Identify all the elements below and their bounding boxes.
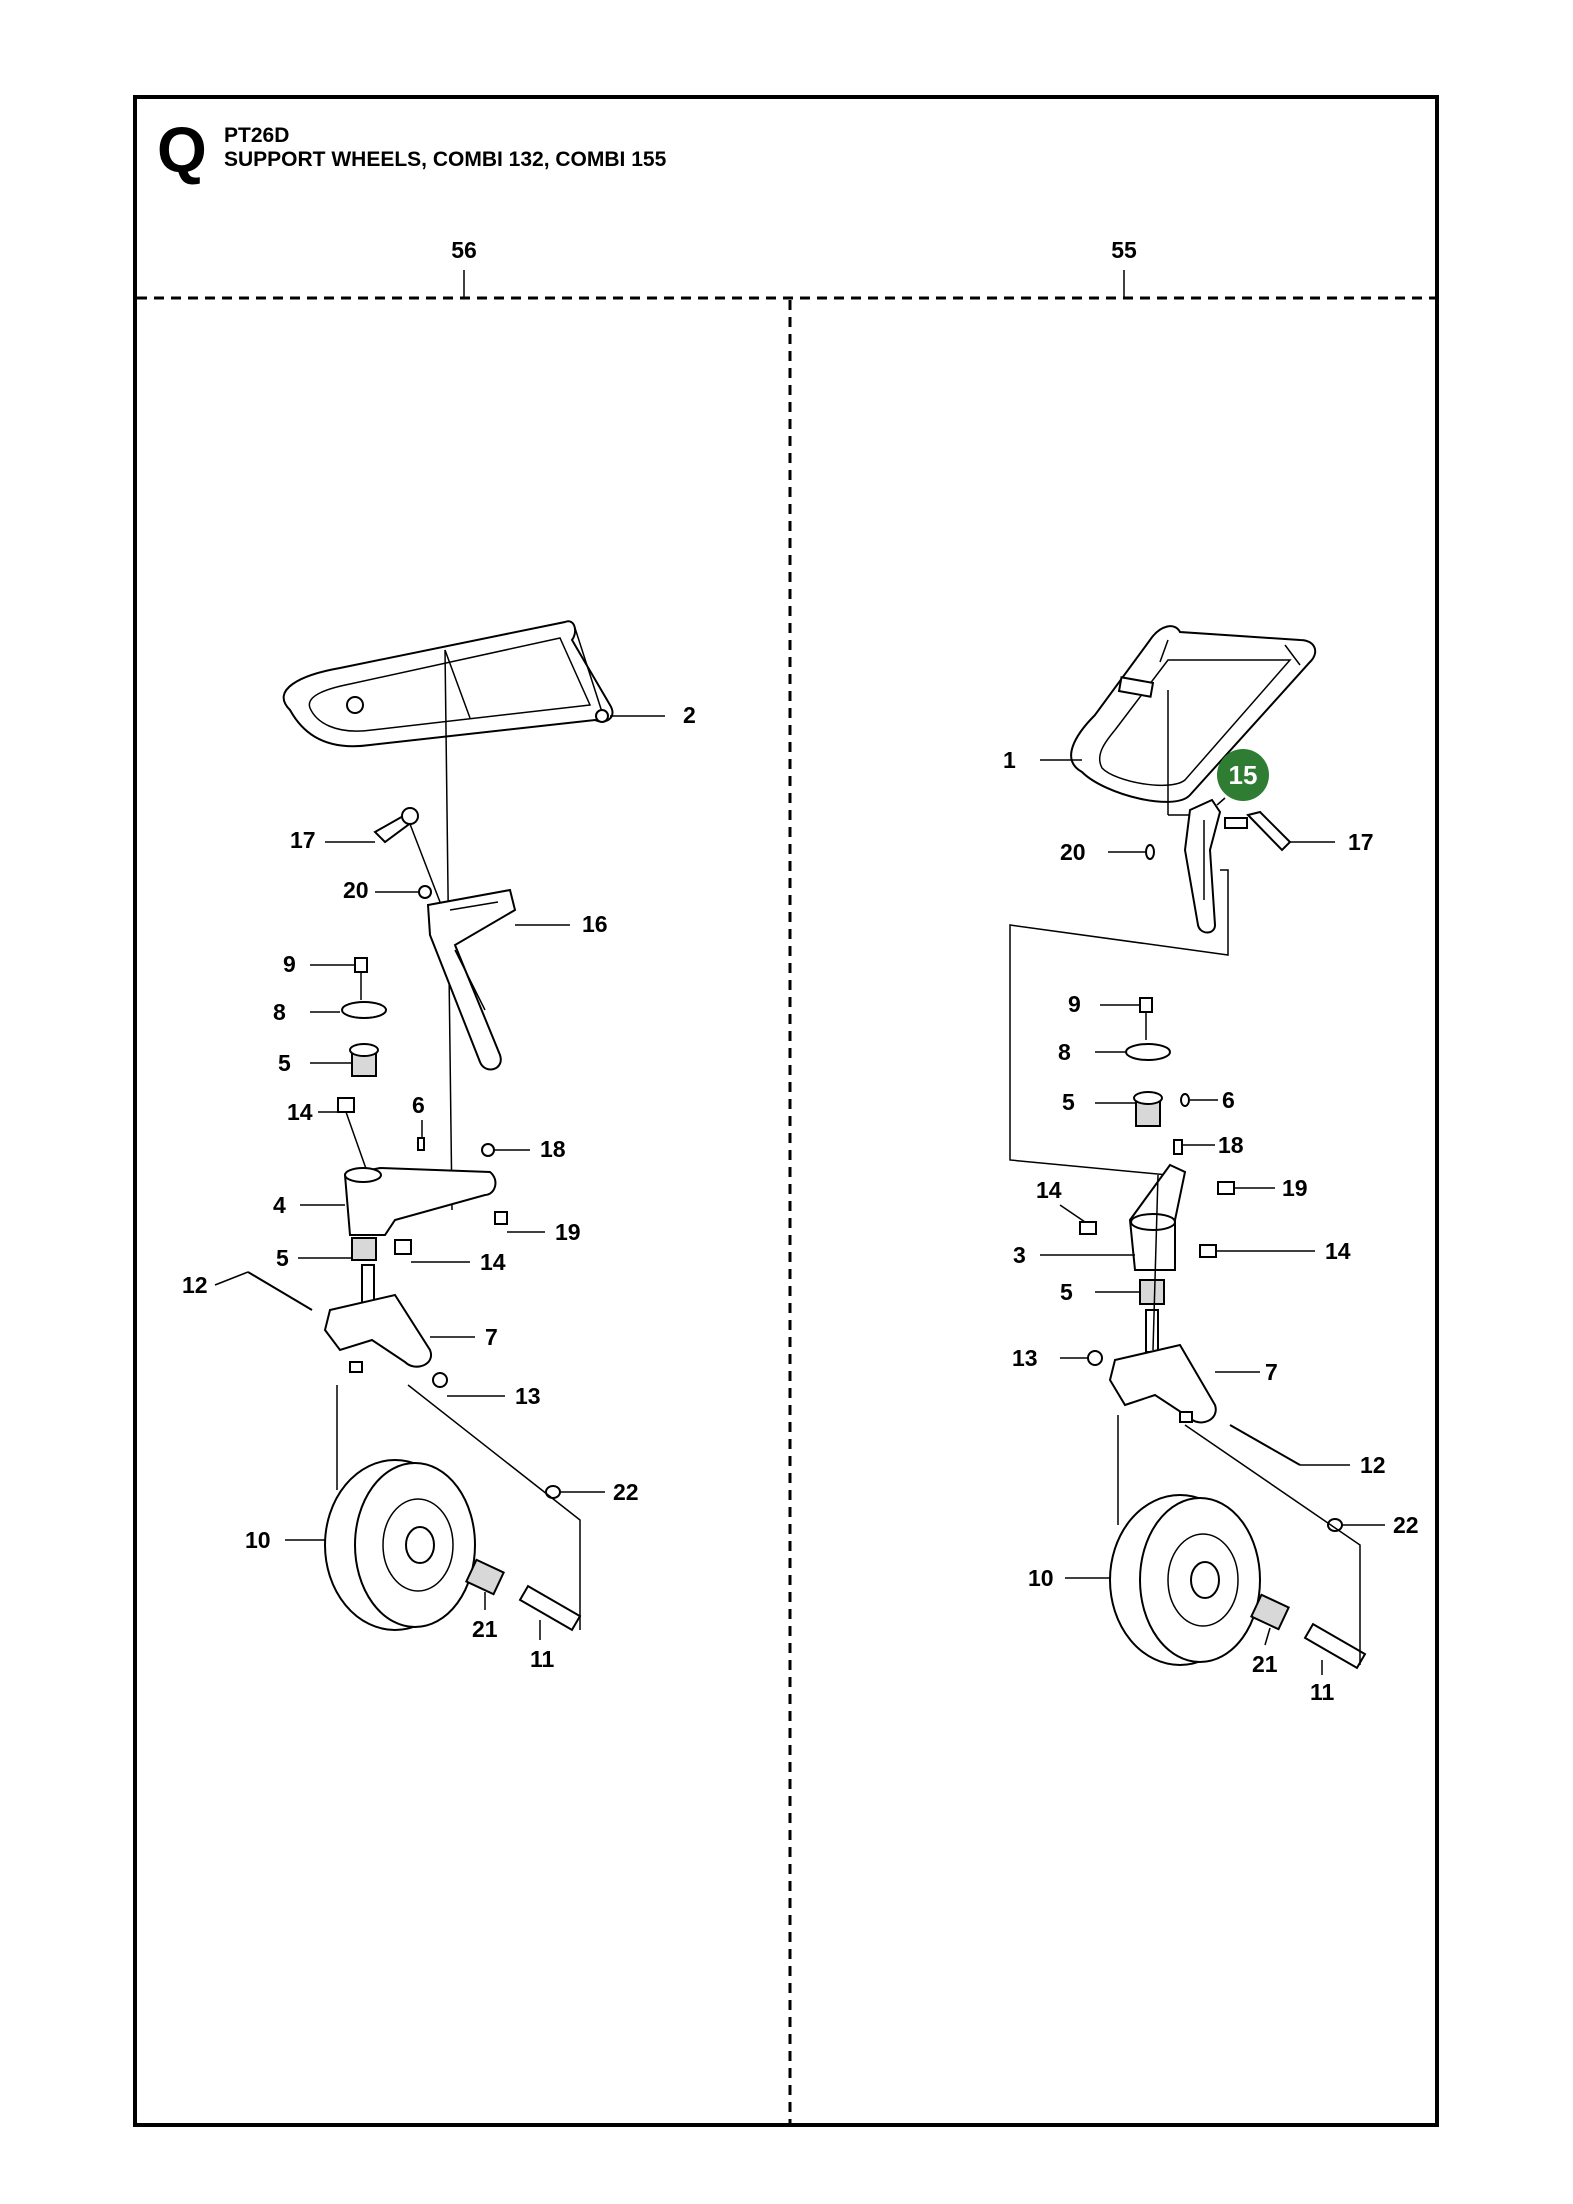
label-right-8: 8	[1058, 1039, 1071, 1065]
highlight-badge: 15	[1217, 749, 1269, 801]
label-left-10: 10	[245, 1527, 271, 1553]
nut-left-18	[481, 1143, 495, 1157]
label-right-13: 13	[1012, 1345, 1038, 1371]
frame-handle-left	[282, 620, 614, 748]
bolt-right-14a	[1079, 1221, 1097, 1235]
fork-left	[323, 1293, 433, 1368]
bushing-right-5b	[1139, 1279, 1165, 1305]
wheel-left	[324, 1459, 476, 1631]
bolt-right-17	[1224, 817, 1248, 829]
model-name: PT26D	[224, 124, 290, 147]
label-right-19: 19	[1282, 1175, 1308, 1201]
pin-right-6	[1180, 1093, 1190, 1107]
fork-right	[1108, 1343, 1217, 1424]
fork-stem-right	[1145, 1309, 1159, 1353]
highlight-circle	[1217, 749, 1269, 801]
bolt-right-12	[1229, 1424, 1301, 1466]
label-left-4: 4	[273, 1192, 286, 1218]
right-labels: 1 17 20 9 8 5 6 18 19 14 14 3 5 13 7 12 …	[1003, 747, 1419, 1705]
bolt-left-19	[494, 1211, 508, 1225]
bolt-right-14b	[1199, 1244, 1217, 1258]
label-right-10: 10	[1028, 1565, 1054, 1591]
pin-left-6	[417, 1137, 425, 1151]
bolt-right-19	[1217, 1181, 1235, 1195]
nut-right-20	[1145, 844, 1155, 860]
bolt-right-9	[1139, 997, 1153, 1013]
right-leaders	[1040, 759, 1385, 1675]
left-labels: 2 17 20 16 9 8 5 14 6 18 4 19 5 14 12 7 …	[182, 702, 696, 1672]
nut-left-13	[432, 1372, 448, 1388]
highlight-label-15: 15	[1229, 760, 1258, 790]
bolt-left-14b	[394, 1239, 412, 1255]
label-right-20: 20	[1060, 839, 1086, 865]
label-left-8: 8	[273, 999, 286, 1025]
wheel-right	[1109, 1494, 1261, 1666]
label-left-12: 12	[182, 1272, 208, 1298]
bolt-left-14a	[337, 1097, 355, 1113]
right-assembly: 15	[1009, 625, 1367, 1670]
label-right-9: 9	[1068, 991, 1081, 1017]
label-left-13: 13	[515, 1383, 541, 1409]
spacer-left-21	[465, 1558, 505, 1596]
label-right-11: 11	[1310, 1679, 1335, 1705]
label-left-14a: 14	[287, 1099, 313, 1125]
spacer-right-21	[1250, 1593, 1290, 1631]
label-right-18: 18	[1218, 1132, 1244, 1158]
label-left-14b: 14	[480, 1249, 506, 1275]
left-leaders	[214, 715, 665, 1640]
adjust-plate-left	[426, 888, 517, 1071]
label-left-18: 18	[540, 1136, 566, 1162]
label-left-2: 2	[683, 702, 696, 728]
label-left-9: 9	[283, 951, 296, 977]
frame-handle-right	[1070, 625, 1317, 803]
label-left-7: 7	[485, 1324, 498, 1350]
label-left-22: 22	[613, 1479, 639, 1505]
nut-right-18	[1173, 1139, 1183, 1155]
label-right-17: 17	[1348, 829, 1374, 855]
label-right-7: 7	[1265, 1359, 1278, 1385]
label-right-14b: 14	[1325, 1238, 1351, 1264]
washer-left-22	[545, 1485, 561, 1499]
label-left-19: 19	[555, 1219, 581, 1245]
label-left-16: 16	[582, 911, 608, 937]
left-assembly	[247, 620, 614, 1632]
label-left-11: 11	[530, 1646, 555, 1672]
washer-left-8	[341, 1001, 387, 1019]
adjust-plate-right	[1183, 798, 1222, 934]
label-right-5a: 5	[1062, 1089, 1075, 1115]
clamp-lever-right	[1246, 810, 1292, 852]
drawing-frame	[133, 95, 1439, 2127]
section-label-right: 55	[1111, 237, 1137, 263]
label-right-5b: 5	[1060, 1279, 1073, 1305]
swivel-arm-left	[343, 1166, 497, 1236]
label-left-5b: 5	[276, 1245, 289, 1271]
label-left-5a: 5	[278, 1050, 291, 1076]
label-right-12: 12	[1360, 1452, 1386, 1478]
nut-right-13	[1087, 1350, 1103, 1366]
label-left-20: 20	[343, 877, 369, 903]
bolt-left-9	[354, 957, 368, 973]
fork-stem-left	[361, 1264, 375, 1306]
axle-right-11	[1303, 1622, 1367, 1670]
label-right-22: 22	[1393, 1512, 1419, 1538]
label-right-21: 21	[1252, 1651, 1278, 1677]
label-left-21: 21	[472, 1616, 498, 1642]
label-left-6: 6	[412, 1092, 425, 1118]
label-right-14a: 14	[1036, 1177, 1062, 1203]
bushing-left-5b	[351, 1237, 377, 1261]
label-right-3: 3	[1013, 1242, 1026, 1268]
label-right-1: 1	[1003, 747, 1016, 773]
label-left-17: 17	[290, 827, 316, 853]
axle-left-11	[518, 1584, 582, 1632]
washer-right-8	[1125, 1043, 1171, 1061]
label-right-6: 6	[1222, 1087, 1235, 1113]
section-label-left: 56	[451, 237, 477, 263]
nut-left-20	[418, 885, 432, 899]
diagram-title: SUPPORT WHEELS, COMBI 132, COMBI 155	[224, 148, 667, 171]
bolt-left-12	[247, 1271, 313, 1311]
section-letter: Q	[157, 114, 207, 186]
